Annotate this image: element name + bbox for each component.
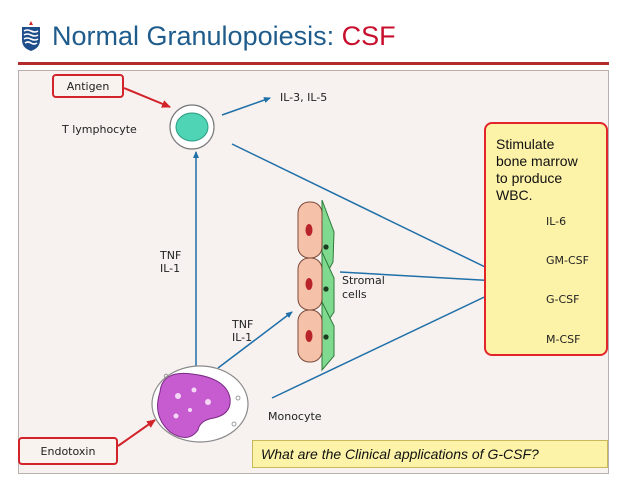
il1-label-2: IL-1 bbox=[232, 331, 253, 344]
question-text: What are the Clinical applications of G-… bbox=[261, 446, 539, 462]
endotoxin-label: Endotoxin bbox=[40, 444, 96, 458]
cells-label: cells bbox=[342, 288, 367, 301]
tnf-label-1: TNF bbox=[160, 249, 182, 262]
stimulate-line-4: WBC. bbox=[496, 187, 533, 203]
monocyte-cell bbox=[151, 365, 249, 443]
stimulate-box bbox=[484, 122, 608, 356]
il3-il5-arrow bbox=[221, 97, 271, 116]
stimulate-line-3: to produce bbox=[496, 170, 563, 186]
endotoxin-arrow bbox=[117, 419, 156, 447]
monocyte-label: Monocyte bbox=[268, 410, 322, 423]
stimulate-line-1: Stimulate bbox=[496, 136, 555, 152]
monocyte-to-stromal-arrow bbox=[217, 311, 293, 369]
antigen-arrow bbox=[123, 87, 171, 108]
title-main: Normal Granulopoiesis: bbox=[52, 21, 342, 51]
il1-label-1: IL-1 bbox=[160, 262, 181, 275]
stromal-cells bbox=[297, 199, 335, 372]
t-to-factors-line bbox=[231, 143, 517, 283]
factor-g-csf: G-CSF bbox=[546, 293, 580, 306]
factor-gm-csf: GM-CSF bbox=[546, 254, 589, 267]
university-crest-icon bbox=[20, 20, 42, 57]
il3-il5-label: IL-3, IL-5 bbox=[280, 91, 328, 104]
title-divider bbox=[18, 62, 609, 65]
antigen-label-box: Antigen bbox=[52, 74, 124, 98]
page-title: Normal Granulopoiesis: CSF bbox=[52, 21, 396, 52]
antigen-label: Antigen bbox=[66, 79, 110, 93]
stimulate-text: Stimulate bone marrow to produce WBC. bbox=[496, 136, 578, 204]
stimulate-line-2: bone marrow bbox=[496, 153, 578, 169]
title-accent: CSF bbox=[341, 21, 396, 51]
monocyte-to-factors-line bbox=[271, 281, 517, 399]
t-lymphocyte-label: T lymphocyte bbox=[62, 123, 137, 136]
tnf-label-2: TNF bbox=[232, 318, 254, 331]
endotoxin-label-box: Endotoxin bbox=[18, 437, 118, 465]
factor-m-csf: M-CSF bbox=[546, 333, 581, 346]
stromal-label: Stromal bbox=[342, 274, 385, 287]
question-banner: What are the Clinical applications of G-… bbox=[252, 440, 608, 468]
factor-il6: IL-6 bbox=[546, 215, 567, 228]
t-lymphocyte-cell bbox=[169, 104, 215, 150]
